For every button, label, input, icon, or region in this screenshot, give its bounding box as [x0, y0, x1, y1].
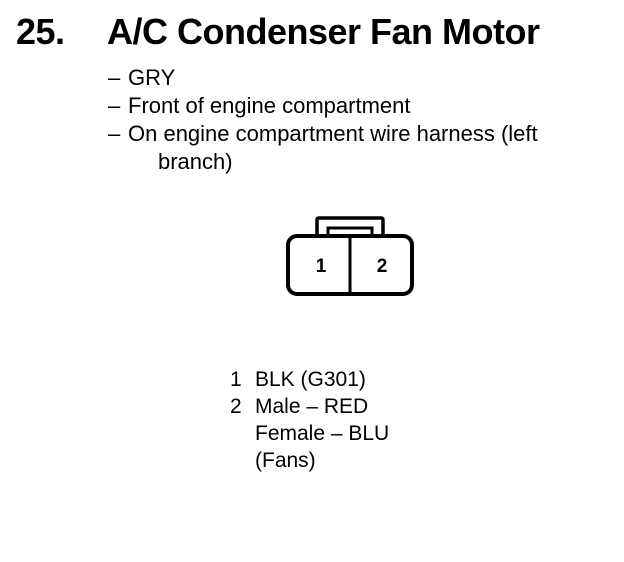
pin-description-line: Female – BLU [255, 422, 390, 445]
connector-diagram: 1 2 [286, 216, 414, 296]
pin-description: BLK (G301) [255, 366, 366, 393]
connector-pin-2-label: 2 [377, 256, 388, 277]
info-color-text: GRY [128, 65, 176, 90]
connector-lock-tab-inner [326, 226, 374, 236]
dash: – [108, 65, 121, 90]
info-harness-text: On engine compartment wire harness (left [128, 121, 538, 146]
pin-row: 1 BLK (G301) [230, 366, 389, 393]
info-color: –GRY [108, 64, 608, 92]
pin-list: 1 BLK (G301) 2 Male – RED Female – BLU (… [230, 366, 389, 474]
connector-pin-1-label: 1 [316, 256, 327, 277]
info-harness-continued: branch) [158, 149, 233, 174]
pin-row: 2 Male – RED Female – BLU (Fans) [230, 393, 389, 474]
info-harness: –On engine compartment wire harness (lef… [108, 120, 608, 148]
info-location-text: Front of engine compartment [128, 93, 411, 118]
pin-number: 2 [230, 395, 242, 418]
section-number: 25. [16, 11, 65, 52]
pin-description-line: BLK (G301) [255, 368, 366, 391]
connector-info-list: –GRY –Front of engine compartment –On en… [108, 64, 608, 176]
info-location: –Front of engine compartment [108, 92, 608, 120]
dash: – [108, 121, 121, 146]
dash: – [108, 93, 121, 118]
pin-description: Male – RED Female – BLU (Fans) [255, 393, 389, 474]
pin-description-line: Male – RED [255, 395, 369, 418]
pin-description-line: (Fans) [255, 449, 316, 472]
pin-number: 1 [230, 368, 242, 391]
page-title: A/C Condenser Fan Motor [107, 11, 540, 52]
